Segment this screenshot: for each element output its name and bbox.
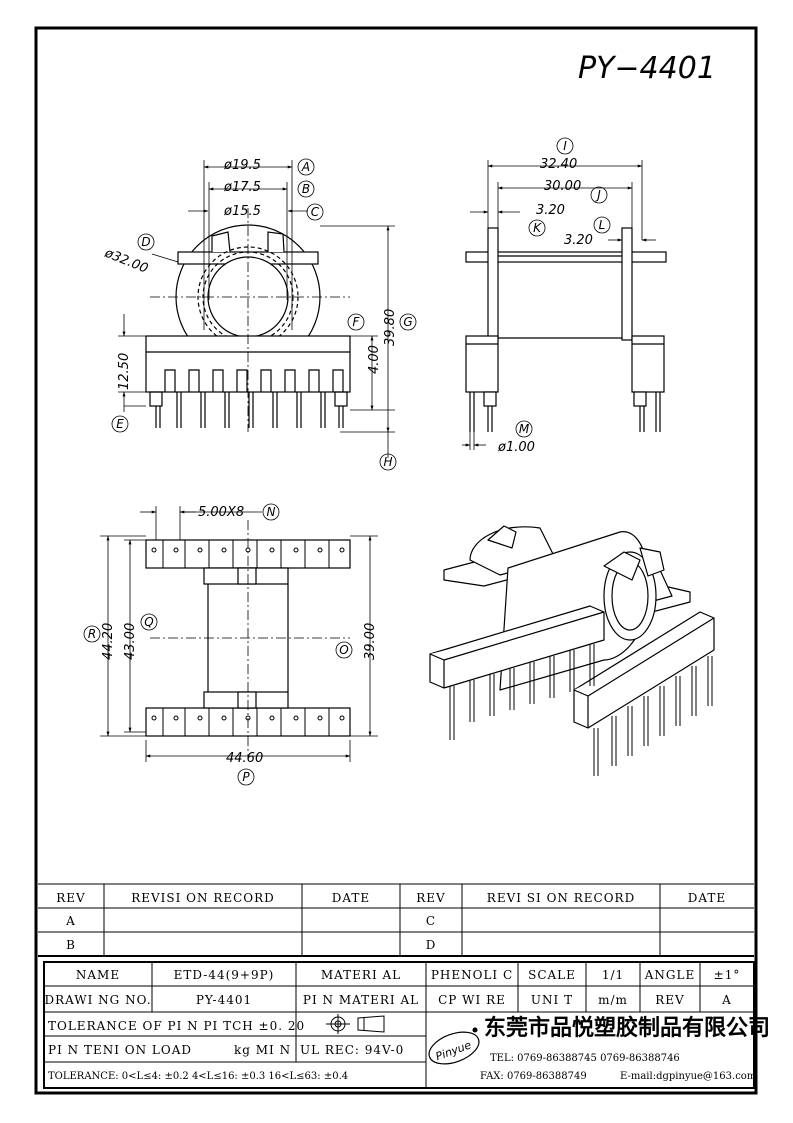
svg-text:TOLERANCE: 0<L≤4: ±0.2 4<L≤1: TOLERANCE: 0<L≤4: ±0.2 4<L≤16: ±0.3 16<L…	[48, 1071, 348, 1082]
svg-text:REVISI ON RECORD: REVISI ON RECORD	[131, 891, 275, 905]
svg-text:D: D	[426, 938, 437, 952]
svg-text:P: P	[242, 770, 250, 784]
svg-text:C: C	[426, 914, 436, 928]
svg-text:DRAWI NG NO.: DRAWI NG NO.	[44, 993, 151, 1007]
side-markers	[515, 137, 611, 438]
svg-text:NAME: NAME	[76, 968, 120, 982]
isometric-view	[429, 525, 715, 729]
svg-text:TOLERANCE OF PI N PI TCH ±0: TOLERANCE OF PI N PI TCH ±0. 20	[48, 1019, 305, 1033]
svg-text:SCALE: SCALE	[528, 968, 576, 982]
svg-text:TEL: 0769-86388745 0769-86: TEL: 0769-86388745 0769-86388746	[490, 1053, 680, 1064]
svg-text:3.20: 3.20	[536, 203, 565, 218]
svg-text:ø32.00: ø32.00	[102, 245, 150, 276]
svg-text:30.00: 30.00	[544, 179, 581, 194]
front-markers	[111, 158, 417, 471]
svg-text:REVI SI ON RECORD: REVI SI ON RECORD	[487, 891, 635, 905]
svg-text:PI N TENI ON LOAD: PI N TENI ON LOAD	[48, 1043, 192, 1057]
revision-table-text: REV REVISI ON RECORD DATE REV REVI SI ON…	[56, 891, 726, 952]
svg-text:REV: REV	[56, 891, 85, 905]
svg-text:A: A	[65, 914, 76, 928]
svg-text:ANGLE: ANGLE	[644, 968, 695, 982]
svg-text:39.80: 39.80	[383, 309, 398, 346]
svg-text:3.20: 3.20	[564, 233, 593, 248]
svg-text:ø17.5: ø17.5	[223, 180, 261, 195]
svg-text:±1°: ±1°	[714, 968, 741, 982]
svg-text:REV: REV	[655, 993, 684, 1007]
svg-text:44.60: 44.60	[226, 751, 263, 766]
top-dimensions	[100, 506, 378, 762]
svg-text:R: R	[88, 627, 96, 641]
company-logo: Pinyue	[428, 1027, 480, 1065]
svg-text:CP WI RE: CP WI RE	[438, 993, 506, 1007]
svg-text:I: I	[563, 139, 567, 153]
svg-text:m/m: m/m	[598, 993, 628, 1007]
side-dim-texts: 32.40 30.00 3.20 3.20 ø1.00	[497, 157, 593, 455]
front-marker-letters: A B C D F G E H	[116, 160, 412, 469]
svg-text:DATE: DATE	[332, 891, 370, 905]
svg-text:N: N	[267, 505, 276, 519]
top-markers	[83, 503, 353, 786]
svg-text:DATE: DATE	[688, 891, 726, 905]
svg-text:ø15.5: ø15.5	[223, 204, 261, 219]
top-pin-pads	[151, 540, 345, 736]
svg-text:Q: Q	[144, 615, 153, 629]
svg-text:kg MI N: kg MI N	[234, 1043, 291, 1057]
svg-text:PHENOLI C: PHENOLI C	[431, 968, 513, 982]
svg-text:O: O	[339, 643, 348, 657]
top-dim-texts: 5.00X8 39.00 44.60 43.00 44.20	[101, 505, 378, 766]
info-table-text: NAME ETD-44(9+9P) MATERI AL PHENOLI C SC…	[44, 968, 770, 1082]
svg-text:43.00: 43.00	[123, 623, 138, 660]
side-view	[465, 227, 667, 432]
svg-text:5.00X8: 5.00X8	[198, 505, 244, 520]
svg-text:PI N MATERI AL: PI N MATERI AL	[303, 993, 419, 1007]
svg-text:A: A	[721, 993, 732, 1007]
svg-text:E-mail:dgpinyue@163.com: E-mail:dgpinyue@163.com	[620, 1071, 757, 1082]
svg-text:B: B	[66, 938, 76, 952]
outer-frame	[34, 26, 758, 1095]
svg-text:H: H	[383, 455, 392, 469]
svg-text:12.50: 12.50	[117, 353, 132, 390]
svg-text:44.20: 44.20	[101, 623, 116, 660]
top-marker-letters: N O P Q R	[88, 505, 349, 784]
svg-text:MATERI AL: MATERI AL	[321, 968, 401, 982]
projection-symbol	[326, 1014, 385, 1034]
svg-text:39.00: 39.00	[363, 623, 378, 660]
info-table	[43, 961, 755, 1089]
svg-text:L: L	[599, 218, 606, 232]
svg-text:ø19.5: ø19.5	[223, 158, 261, 173]
svg-text:J: J	[595, 188, 601, 202]
drawing-title: PY−4401	[578, 51, 716, 86]
svg-text:C: C	[311, 205, 320, 219]
front-dimensions	[118, 160, 395, 458]
side-marker-letters: I J K L M	[519, 139, 606, 436]
svg-text:东莞市品悦塑胶制品有限公司: 东莞市品悦塑胶制品有限公司	[484, 1015, 770, 1041]
svg-text:K: K	[533, 221, 542, 235]
svg-text:PY-4401: PY-4401	[196, 993, 252, 1007]
svg-text:32.40: 32.40	[540, 157, 577, 172]
svg-text:UL REC: 94V-0: UL REC: 94V-0	[300, 1043, 404, 1057]
isometric-pins	[449, 644, 713, 776]
svg-text:E: E	[116, 417, 124, 431]
svg-text:REV: REV	[416, 891, 445, 905]
svg-text:M: M	[519, 422, 530, 436]
svg-text:D: D	[141, 235, 150, 249]
svg-text:F: F	[353, 315, 361, 329]
side-dimensions	[462, 160, 656, 450]
svg-text:UNI T: UNI T	[531, 993, 573, 1007]
svg-text:FAX: 0769-86388749: FAX: 0769-86388749	[480, 1071, 587, 1082]
svg-text:ø1.00: ø1.00	[497, 440, 535, 455]
revision-table	[38, 883, 754, 957]
svg-text:4.00: 4.00	[367, 345, 382, 374]
top-centerlines	[150, 520, 350, 760]
svg-text:1/1: 1/1	[602, 968, 624, 982]
svg-text:A: A	[301, 160, 310, 174]
svg-text:B: B	[302, 182, 310, 196]
svg-text:Pinyue: Pinyue	[434, 1038, 473, 1063]
svg-text:G: G	[403, 315, 412, 329]
front-centerlines	[150, 208, 350, 432]
svg-text:ETD-44(9+9P): ETD-44(9+9P)	[174, 968, 275, 982]
